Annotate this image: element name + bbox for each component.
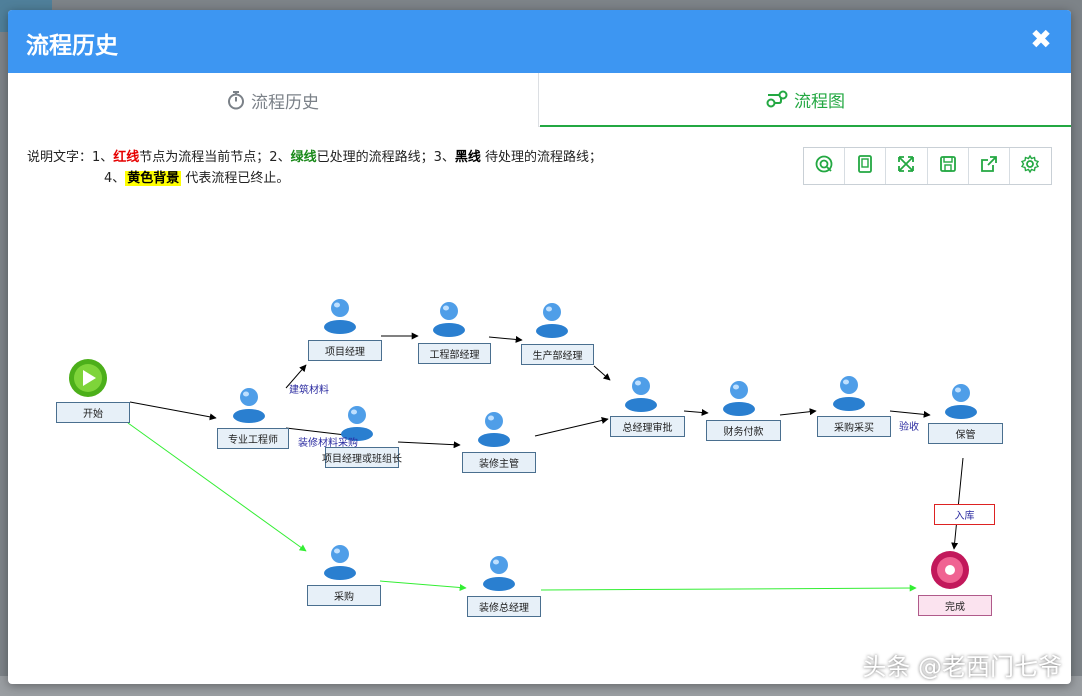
complete-stop-icon[interactable] [930, 550, 970, 594]
tab-flow-chart-label: 流程图 [794, 91, 845, 112]
engineering-manager-user-icon[interactable] [430, 297, 468, 341]
tab-flow-history-label: 流程历史 [251, 92, 319, 113]
tab-flow-history[interactable]: 流程历史 [8, 73, 539, 127]
purchasing-user-icon[interactable] [321, 540, 359, 584]
edge-start-specialist [129, 401, 217, 421]
fit-page-button[interactable] [845, 148, 887, 184]
node-decoration-gm[interactable]: 装修总经理 [467, 596, 541, 617]
legend-green-desc: 已处理的流程路线；3、 [316, 150, 455, 165]
legend-black-text: 黑线 [454, 150, 481, 165]
node-complete[interactable]: 完成 [918, 595, 992, 616]
diagram-toolbar [803, 147, 1052, 185]
legend-line-2: 4、黄色背景 代表流程已终止。 [27, 168, 602, 189]
decoration-supervisor-user-icon[interactable] [475, 407, 513, 451]
watermark-text: 头条 @老西门七爷 [862, 653, 1062, 681]
fullscreen-icon [896, 154, 916, 178]
settings-icon [1020, 154, 1040, 178]
project-manager-user-icon[interactable] [321, 294, 359, 338]
save-button[interactable] [928, 148, 969, 184]
settings-button[interactable] [1010, 148, 1051, 184]
modal-title: 流程历史 [26, 33, 118, 59]
fit-page-icon [855, 154, 875, 178]
node-general-manager[interactable]: 总经理审批 [610, 416, 685, 437]
export-button[interactable] [969, 148, 1010, 184]
purchase-buy-user-icon[interactable] [830, 371, 868, 415]
edge-label-warehousing: 入库 [934, 504, 995, 525]
edge-label-building-materials: 建筑材料 [289, 385, 329, 396]
legend-text: 说明文字：1、红线节点为流程当前节点；2、绿线已处理的流程路线；3、黑线 待处理… [27, 147, 602, 189]
node-custody[interactable]: 保管 [928, 423, 1003, 444]
legend-black-desc: 待处理的流程路线； [480, 150, 603, 165]
node-purchase-buy[interactable]: 采购采买 [817, 416, 891, 437]
edge-gm-finance [683, 408, 709, 416]
flow-history-modal: 流程历史 ✖ 流程历史 [8, 10, 1071, 684]
node-finance-payment[interactable]: 财务付款 [706, 420, 781, 441]
legend-line2-prefix: 4、 [104, 171, 126, 186]
tab-bar: 流程历史 流程图 [8, 73, 1071, 127]
fullscreen-button[interactable] [886, 148, 928, 184]
legend-prefix: 说明文字：1、 [27, 150, 114, 165]
tab-flow-chart[interactable]: 流程图 [540, 73, 1071, 127]
save-icon [938, 154, 958, 178]
legend-yellow-text: 黄色背景 [125, 171, 182, 186]
edge-pmleader-supervisor [397, 441, 461, 449]
start-play-icon[interactable] [68, 358, 108, 402]
node-production-manager[interactable]: 生产部经理 [521, 344, 594, 365]
pm-leader-user-icon[interactable] [338, 401, 376, 445]
edge-engineering-production [488, 335, 523, 343]
node-project-manager[interactable]: 项目经理 [308, 340, 382, 361]
modal-header: 流程历史 ✖ [8, 10, 1071, 73]
specialist-user-icon[interactable] [230, 383, 268, 427]
close-icon[interactable]: ✖ [1030, 25, 1052, 55]
flow-chart-icon [766, 90, 788, 108]
finance-user-icon[interactable] [720, 376, 758, 420]
refresh-icon [814, 154, 834, 178]
legend-yellow-desc: 代表流程已终止。 [181, 171, 290, 186]
decoration-gm-user-icon[interactable] [480, 551, 518, 595]
custody-user-icon[interactable] [942, 379, 980, 423]
refresh-button[interactable] [804, 148, 846, 184]
production-manager-user-icon[interactable] [533, 298, 571, 342]
legend-red-text: 红线 [113, 150, 140, 165]
edge-finance-purchase [779, 408, 817, 416]
edge-purchasing-decorationgm [379, 580, 467, 591]
node-start[interactable]: 开始 [56, 402, 130, 423]
stopwatch-icon [227, 90, 245, 110]
legend-line-1: 说明文字：1、红线节点为流程当前节点；2、绿线已处理的流程路线；3、黑线 待处理… [27, 147, 602, 168]
export-icon [979, 154, 999, 178]
node-decoration-supervisor[interactable]: 装修主管 [462, 452, 536, 473]
legend-red-desc: 节点为流程当前节点；2、 [139, 150, 291, 165]
node-specialist[interactable]: 专业工程师 [217, 428, 289, 449]
edge-decorationgm-complete [540, 584, 917, 592]
general-manager-user-icon[interactable] [622, 372, 660, 416]
edge-production-gm [593, 365, 611, 381]
node-pm-or-team-leader[interactable]: 项目经理或班组长 [322, 447, 402, 468]
node-purchasing[interactable]: 采购 [307, 585, 381, 606]
node-engineering-manager[interactable]: 工程部经理 [418, 343, 491, 364]
legend-green-text: 绿线 [290, 150, 317, 165]
edge-label-decoration-materials: 装修材料采购 [298, 438, 358, 449]
edge-label-acceptance: 验收 [899, 422, 919, 433]
edge-supervisor-gm [534, 417, 609, 437]
edge-purchase-custody [889, 410, 931, 418]
